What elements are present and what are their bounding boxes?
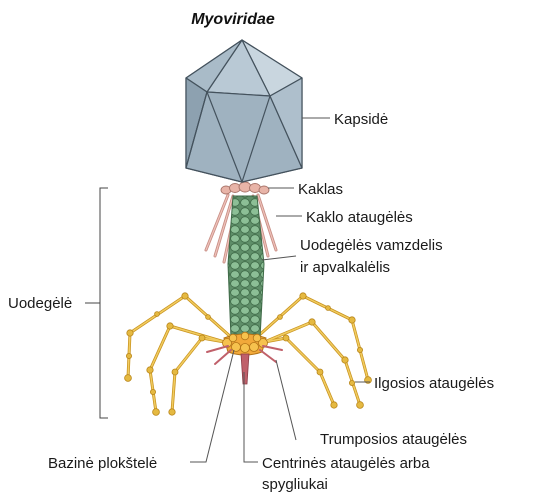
- label-tail: Uodegėlė: [8, 295, 72, 312]
- label-central-spike-line2: spygliukai: [262, 476, 328, 493]
- tail-bracket: [85, 188, 108, 418]
- label-short-fibers: Trumposios ataugėlės: [320, 431, 467, 448]
- capsid: [186, 40, 302, 182]
- label-tail-tube-line1: Uodegėlės vamzdelis: [300, 237, 443, 254]
- label-long-fibers: Ilgosios ataugėlės: [374, 375, 494, 392]
- label-central-spike-line1: Centrinės ataugėlės arba: [262, 455, 430, 472]
- collar: [221, 182, 269, 194]
- label-capsid: Kapsidė: [334, 111, 388, 128]
- diagram-title: Myoviridae: [191, 11, 275, 28]
- label-collar: Kaklas: [298, 181, 343, 198]
- central-spike: [241, 354, 249, 384]
- label-collar-fibers: Kaklo ataugėlės: [306, 209, 413, 226]
- tail-sheath: [228, 196, 264, 338]
- label-tail-tube-line2: ir apvalkalėlis: [300, 259, 390, 276]
- label-base-plate: Bazinė plokštelė: [48, 455, 157, 472]
